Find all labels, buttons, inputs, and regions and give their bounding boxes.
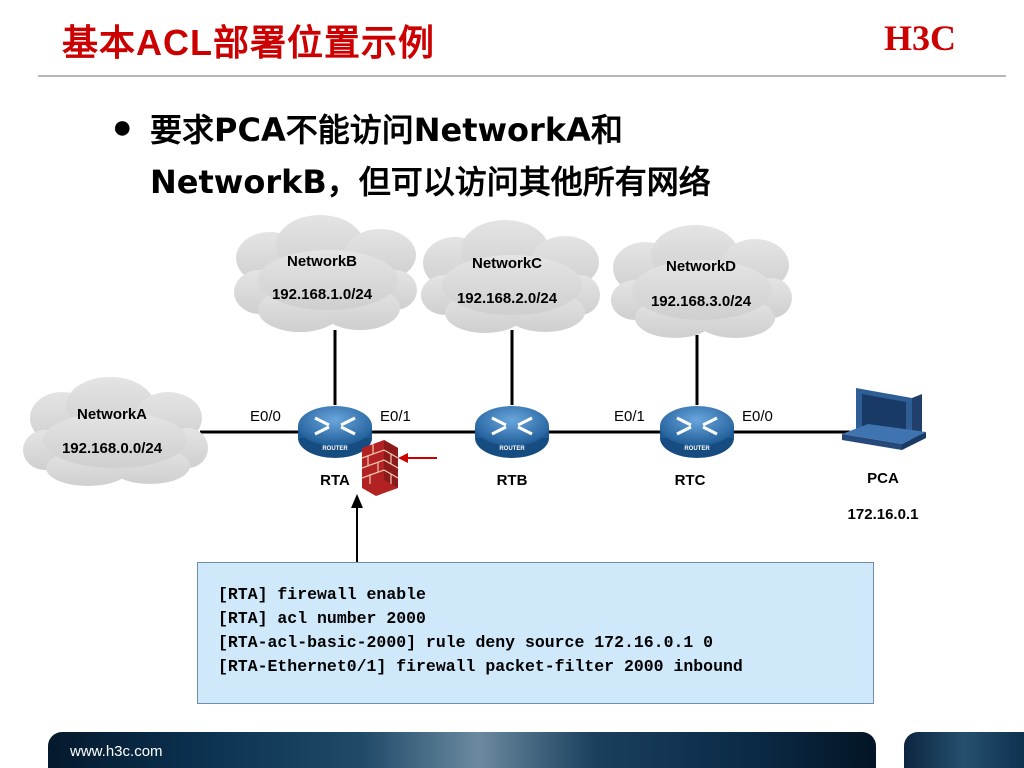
networka-name: NetworkA [77, 406, 147, 423]
requirement-line-2: NetworkB，但可以访问其他所有网络 [150, 163, 711, 201]
footer-url-link[interactable]: www.h3c.com [70, 743, 163, 760]
router-arrows-icon [314, 416, 356, 436]
router-rtb: ROUTER [475, 406, 549, 458]
config-box: [RTA] firewall enable [RTA] acl number 2… [197, 562, 874, 704]
networkc-name: NetworkC [472, 255, 542, 272]
networkb-name: NetworkB [287, 253, 357, 270]
firewall-pointer-arrow [398, 453, 437, 463]
router-badge: ROUTER [322, 446, 348, 452]
cloud-networkb [234, 215, 417, 332]
rtb-label: RTB [497, 472, 528, 489]
slide-title: 基本ACL部署位置示例 [62, 22, 435, 63]
cloud-networkd [611, 225, 792, 338]
networkd-name: NetworkD [666, 258, 736, 275]
router-badge: ROUTER [499, 446, 525, 452]
router-badge: ROUTER [684, 446, 710, 452]
bullet-icon: ● [112, 108, 133, 146]
rta-e0-1-label: E0/1 [380, 408, 411, 425]
footer-banner-right [904, 732, 1024, 768]
logo-text: H3C [884, 20, 956, 56]
pc-icon [842, 388, 926, 450]
title-divider [38, 75, 1006, 77]
router-arrows-icon [491, 416, 533, 436]
rta-label: RTA [320, 472, 350, 489]
config-pointer-arrow [351, 494, 363, 562]
router-arrows-icon [676, 416, 718, 436]
networka-subnet: 192.168.0.0/24 [62, 440, 163, 457]
requirement-line-1: 要求PCA不能访问NetworkA和 [150, 111, 623, 149]
rtc-label: RTC [675, 472, 706, 489]
router-rta: ROUTER [298, 406, 372, 458]
config-line: [RTA] firewall enable [218, 585, 426, 604]
footer-banner [48, 732, 876, 768]
networkc-subnet: 192.168.2.0/24 [457, 290, 558, 307]
firewall-icon [361, 440, 399, 496]
config-line: [RTA] acl number 2000 [218, 609, 426, 628]
pca-label: PCA [867, 470, 899, 487]
h3c-logo: H3C [884, 20, 956, 56]
cloud-networka [23, 377, 208, 486]
links [200, 330, 850, 434]
config-line: [RTA-acl-basic-2000] rule deny source 17… [218, 633, 714, 652]
pca-ip: 172.16.0.1 [848, 506, 919, 523]
networkd-subnet: 192.168.3.0/24 [651, 293, 752, 310]
rta-e0-0-label: E0/0 [250, 408, 281, 425]
config-line: [RTA-Ethernet0/1] firewall packet-filter… [218, 657, 743, 676]
cloud-networkc [421, 220, 600, 333]
router-rtc: ROUTER [660, 406, 734, 458]
rtc-e0-0-label: E0/0 [742, 408, 773, 425]
requirement-text: 要求PCA不能访问NetworkA和 NetworkB，但可以访问其他所有网络 [150, 104, 910, 208]
networkb-subnet: 192.168.1.0/24 [272, 286, 373, 303]
rtc-e0-1-label: E0/1 [614, 408, 645, 425]
footer: www.h3c.com [0, 732, 1024, 768]
